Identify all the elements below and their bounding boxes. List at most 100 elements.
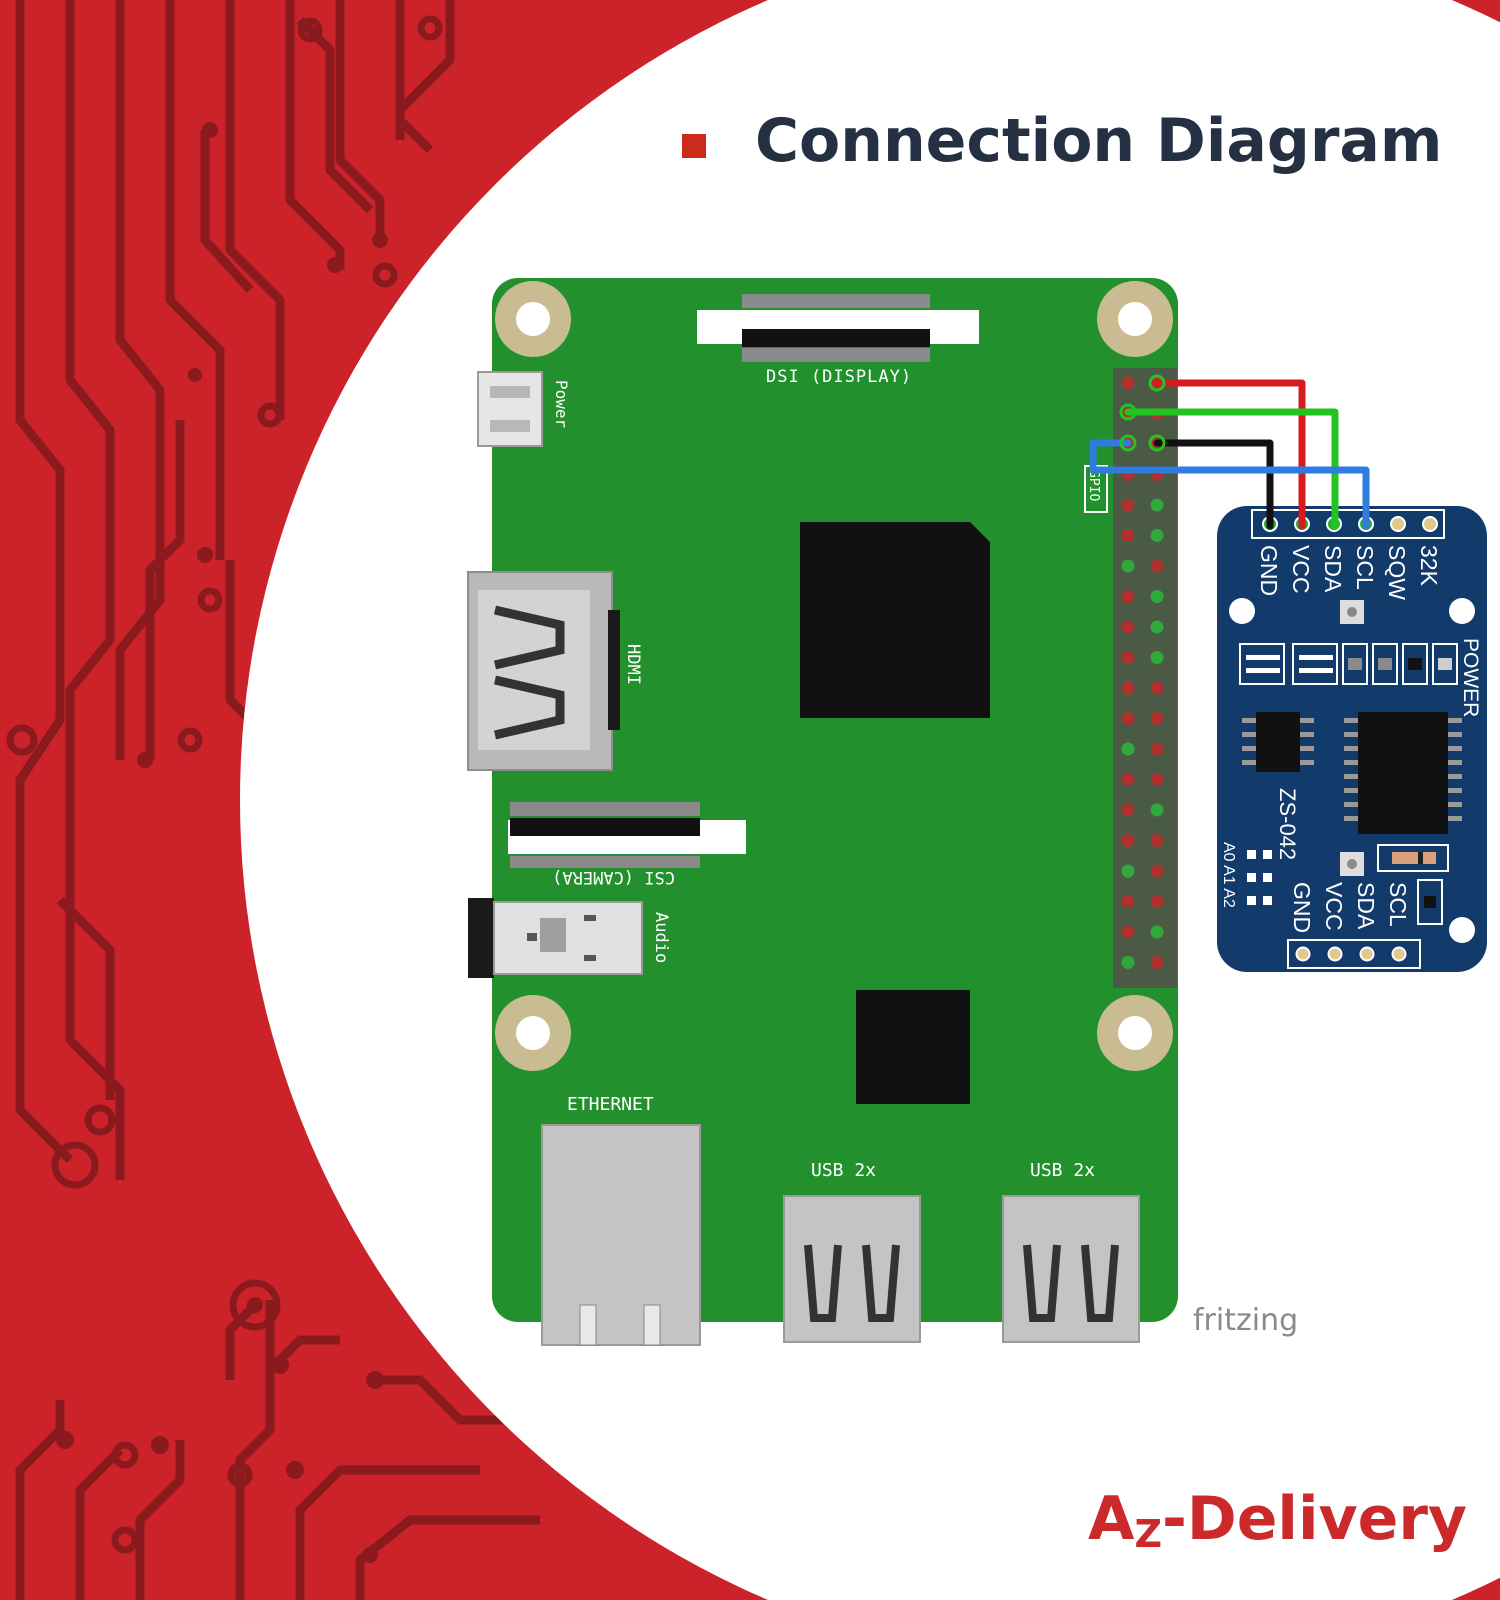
- rtc-top-pin: [1390, 516, 1406, 532]
- eeprom-chip: [1256, 712, 1300, 772]
- ethernet-label: ETHERNET: [567, 1094, 654, 1115]
- raspberry-pi-board: [467, 278, 1178, 1346]
- wire-vcc: [1153, 379, 1306, 530]
- gpio-pin: [1121, 620, 1135, 634]
- gpio-pin: [1150, 712, 1164, 725]
- gpio-header: [1113, 368, 1177, 988]
- rtc-top-pin: [1422, 516, 1438, 532]
- gpio-pin: [1121, 498, 1135, 512]
- rtc-top-pin-label: GND: [1256, 545, 1282, 596]
- hdmi-label: HDMI: [623, 644, 643, 685]
- chip-leg: [1448, 746, 1462, 751]
- wire-ends: [1119, 374, 1166, 452]
- rtc-module: [1217, 506, 1487, 972]
- gpio-pin: [1150, 590, 1164, 603]
- gpio-pin: [1121, 529, 1135, 542]
- rtc-top-pin-label: 32K: [1416, 545, 1442, 587]
- usb-port-2: [1002, 1195, 1140, 1343]
- title-bullet-icon: [682, 134, 706, 158]
- gpio-pin: [1150, 834, 1164, 847]
- gpio-pin: [1121, 773, 1135, 786]
- brand-logo: AZ-Delivery: [1088, 1484, 1467, 1556]
- gpio-label: GPIO: [1086, 470, 1101, 501]
- soc-chip: [800, 522, 990, 718]
- wire-sda: [1124, 408, 1339, 530]
- chip-leg: [1448, 732, 1462, 737]
- brand-logo-z: Z: [1134, 1512, 1162, 1556]
- gpio-pin: [1150, 773, 1164, 786]
- wire-scl: [1089, 439, 1370, 530]
- rtc-bottom-pin: [1295, 946, 1311, 962]
- dsi-connector: [697, 294, 979, 362]
- chip-leg: [1448, 816, 1462, 821]
- gpio-pin: [1150, 895, 1164, 908]
- chip-leg: [1344, 816, 1358, 821]
- rtc-top-pin-label: SQW: [1384, 545, 1410, 600]
- chip-leg: [1344, 760, 1358, 765]
- page-title: Connection Diagram: [755, 106, 1443, 176]
- hdmi-connector: [467, 571, 620, 771]
- chip-leg: [1344, 774, 1358, 779]
- gpio-pin: [1121, 681, 1135, 695]
- chip-leg: [1448, 718, 1462, 723]
- rtc-chip: [1358, 712, 1448, 834]
- audio-label: Audio: [651, 912, 671, 963]
- usb-port-1: [783, 1195, 921, 1343]
- gpio-pin: [1121, 925, 1135, 939]
- rtc-top-pin-label: VCC: [1288, 545, 1314, 594]
- wires: [1089, 379, 1370, 530]
- rtc-address-labels: A0 A1 A2: [1220, 842, 1237, 908]
- gpio-pin: [1150, 742, 1164, 756]
- chip-leg: [1344, 718, 1358, 723]
- gpio-pin: [1150, 620, 1164, 634]
- rtc-power-label: POWER: [1459, 638, 1482, 717]
- chip-leg: [1448, 788, 1462, 793]
- gpio-pin: [1150, 864, 1164, 878]
- gpio-pin: [1121, 834, 1135, 847]
- gpio-pin: [1121, 376, 1135, 390]
- rtc-bottom-pin-label: GND: [1289, 882, 1315, 933]
- ethernet-port: [541, 1124, 701, 1346]
- gpio-pin: [1121, 559, 1135, 573]
- chip-leg: [1344, 802, 1358, 807]
- gpio-pin: [1121, 712, 1135, 725]
- gpio-pin: [1121, 590, 1135, 603]
- brand-logo-a: A: [1088, 1484, 1135, 1554]
- gpio-pin: [1121, 895, 1135, 908]
- wire-gnd: [1153, 439, 1274, 530]
- usb-ethernet-chip: [856, 990, 970, 1104]
- gpio-pin: [1150, 529, 1164, 542]
- dsi-label: DSI (DISPLAY): [766, 367, 912, 387]
- gpio-pin: [1121, 742, 1135, 756]
- rtc-top-pin-label: SDA: [1320, 545, 1346, 593]
- chip-leg: [1344, 746, 1358, 751]
- rtc-bottom-pin: [1391, 946, 1407, 962]
- brand-logo-rest: -Delivery: [1162, 1484, 1468, 1554]
- gpio-pin: [1121, 956, 1135, 969]
- gpio-pin: [1150, 925, 1164, 939]
- audio-jack: [468, 898, 643, 978]
- gpio-pin: [1150, 651, 1164, 664]
- power-label: Power: [552, 380, 571, 429]
- gpio-pin: [1150, 559, 1164, 573]
- chip-leg: [1448, 802, 1462, 807]
- rtc-model-label: ZS-042: [1275, 788, 1300, 860]
- chip-leg: [1344, 732, 1358, 737]
- rtc-top-pin-label: SCL: [1352, 545, 1378, 590]
- gpio-pin: [1150, 803, 1164, 817]
- csi-label: CSI (CAMERA): [552, 867, 675, 887]
- rtc-bottom-pin-label: VCC: [1321, 882, 1347, 931]
- usb-1-label: USB 2x: [811, 1160, 876, 1181]
- chip-leg: [1448, 760, 1462, 765]
- rtc-bottom-pin: [1327, 946, 1343, 962]
- chip-leg: [1448, 774, 1462, 779]
- csi-connector: [508, 802, 746, 868]
- rtc-bottom-pin: [1359, 946, 1375, 962]
- rtc-bottom-pin-label: SCL: [1385, 882, 1411, 927]
- mounting-holes: [495, 281, 1173, 1071]
- gpio-pin: [1150, 681, 1164, 695]
- gpio-pin: [1150, 498, 1164, 512]
- usb-2-label: USB 2x: [1030, 1160, 1095, 1181]
- gpio-pin: [1150, 956, 1164, 969]
